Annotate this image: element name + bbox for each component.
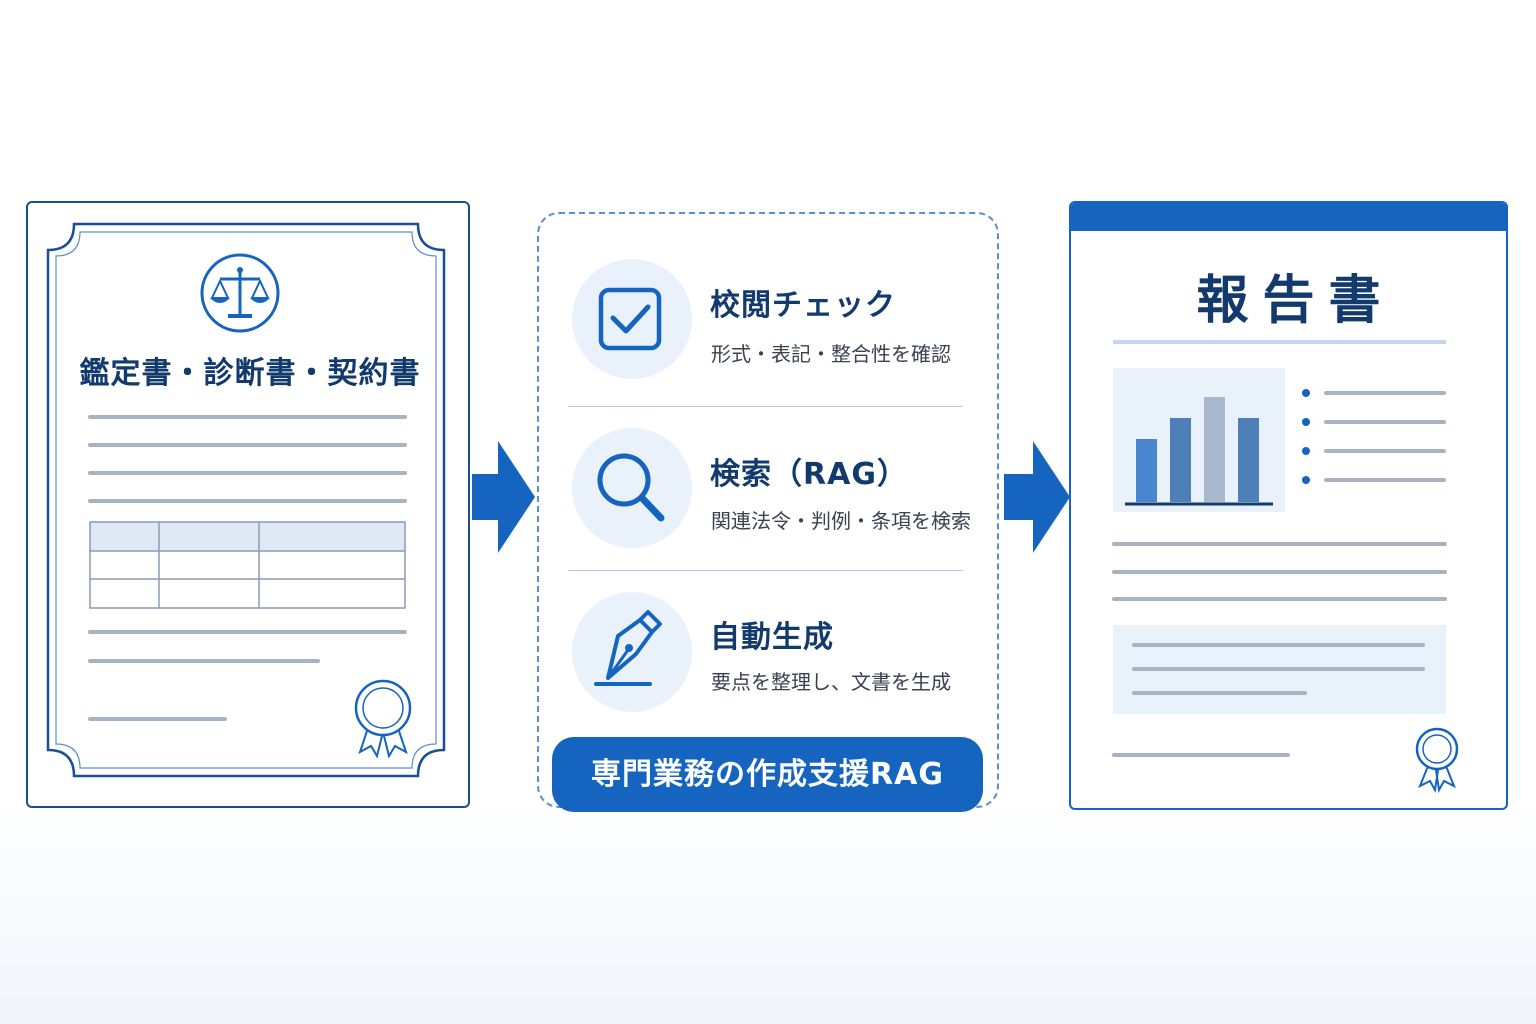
step-check-title: 校閲チェック xyxy=(710,288,896,323)
bullet-list xyxy=(1302,389,1446,484)
step-search-title: 検索（RAG） xyxy=(710,457,908,492)
source-table xyxy=(89,521,406,609)
step-check-description: 形式・表記・整合性を確認 xyxy=(711,342,951,366)
scales-icon xyxy=(200,253,280,333)
magnifier-icon xyxy=(597,453,665,522)
step-search-description: 関連法令・判例・条項を検索 xyxy=(711,509,971,533)
award-ribbon-icon xyxy=(1415,727,1459,794)
step-divider xyxy=(568,570,963,571)
fountain-pen-icon xyxy=(594,610,662,686)
arrow-right-icon xyxy=(472,441,535,553)
chart-bar xyxy=(1136,439,1157,502)
chart-bar xyxy=(1238,418,1259,502)
output-document-header-bar xyxy=(1071,203,1506,231)
step-check-circle xyxy=(572,259,692,379)
chart-bar xyxy=(1204,397,1225,502)
step-generate-title: 自動生成 xyxy=(710,620,834,655)
chart-bar xyxy=(1170,418,1191,502)
step-generate-circle xyxy=(572,592,692,712)
output-document-title: 報告書 xyxy=(1196,271,1395,331)
process-banner: 専門業務の作成支援RAG xyxy=(552,737,983,812)
source-document-title: 鑑定書・診断書・契約書 xyxy=(79,356,421,391)
step-search-circle xyxy=(572,428,692,548)
award-ribbon-icon xyxy=(354,679,412,759)
step-generate-description: 要点を整理し、文書を生成 xyxy=(711,670,951,694)
arrow-right-icon xyxy=(1004,441,1070,553)
step-divider xyxy=(568,406,963,407)
checkbox-icon xyxy=(598,287,662,351)
bar-chart xyxy=(1136,397,1259,502)
